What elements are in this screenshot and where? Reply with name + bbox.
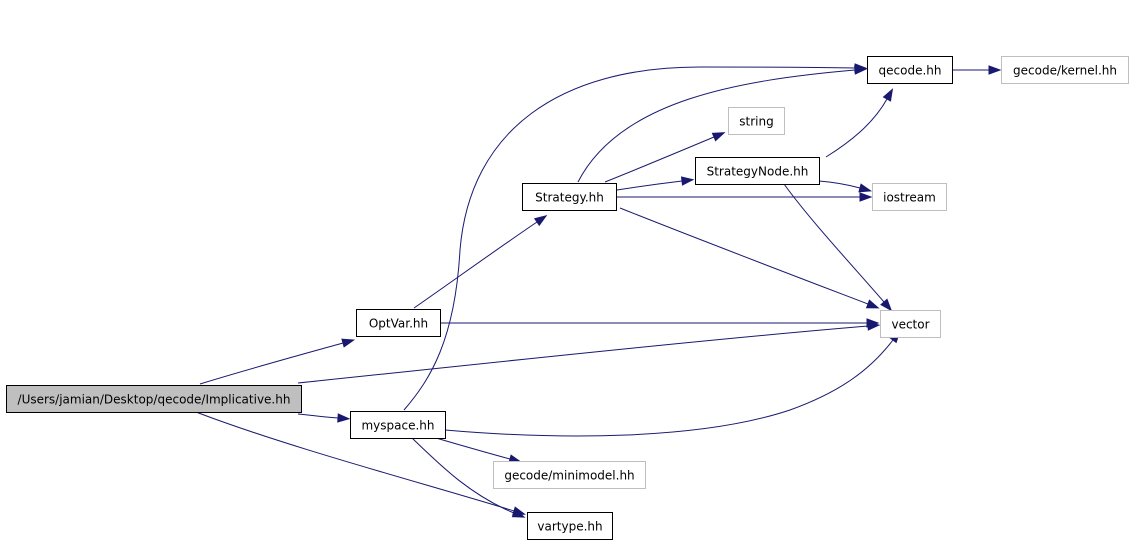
node-label: iostream <box>883 191 936 205</box>
node-vector: vector <box>880 310 941 338</box>
node-box <box>867 56 953 84</box>
node-box <box>872 183 947 211</box>
edge-strategy-to-iostream <box>617 192 873 202</box>
arrowhead-icon <box>337 413 351 423</box>
arrowhead-icon <box>859 192 873 202</box>
edge-line <box>619 207 869 305</box>
arrowhead-icon <box>341 338 356 348</box>
node-strategynode[interactable]: StrategyNode.hh <box>695 157 820 185</box>
node-iostream: iostream <box>872 183 947 211</box>
node-box <box>522 183 617 211</box>
edge-line <box>411 437 515 514</box>
node-box <box>1001 56 1129 84</box>
node-label: qecode.hh <box>879 64 942 78</box>
edge-strategy-to-strategynode <box>616 176 695 191</box>
edge-line <box>199 342 344 385</box>
arrowhead-icon <box>988 65 1002 75</box>
edges-layer <box>195 63 1002 518</box>
node-box <box>880 310 941 338</box>
arrowhead-icon <box>680 176 695 186</box>
edge-implicative-to-optvar <box>199 338 356 385</box>
node-box <box>728 107 785 135</box>
edge-line <box>297 325 869 384</box>
arrowhead-icon <box>858 183 873 193</box>
node-optvar[interactable]: OptVar.hh <box>356 309 441 337</box>
arrowhead-icon <box>854 63 868 73</box>
node-label: gecode/minimodel.hh <box>504 469 634 483</box>
nodes-layer: /Users/jamian/Desktop/qecode/Implicative… <box>6 56 1129 540</box>
node-box <box>356 309 441 337</box>
edge-myspace-to-minimodel <box>435 437 523 464</box>
edge-strategynode-to-iostream <box>818 180 873 193</box>
arrowhead-icon <box>511 508 526 518</box>
edge-strategynode-to-vector <box>783 183 893 312</box>
node-box <box>695 157 820 185</box>
edge-line <box>783 183 885 303</box>
edge-strategy-to-string <box>604 132 726 183</box>
arrowhead-icon <box>711 132 726 142</box>
node-label: vartype.hh <box>537 520 602 534</box>
edge-optvar-to-vector <box>440 318 880 328</box>
edge-line <box>195 411 515 512</box>
node-label: OptVar.hh <box>369 317 428 331</box>
edge-strategy-to-vector <box>619 207 880 309</box>
arrowhead-icon <box>533 215 548 227</box>
node-box <box>493 461 646 489</box>
edge-line <box>604 136 715 183</box>
arrowhead-icon <box>880 298 893 312</box>
arrowhead-icon <box>866 318 880 328</box>
edge-myspace-to-qecode <box>403 63 868 411</box>
node-label: gecode/kernel.hh <box>1013 64 1117 78</box>
node-box <box>527 512 613 540</box>
node-label: myspace.hh <box>361 419 434 433</box>
node-string: string <box>728 107 785 135</box>
edge-strategynode-to-qecode <box>825 88 894 158</box>
edge-line <box>825 98 888 158</box>
node-strategy[interactable]: Strategy.hh <box>522 183 617 211</box>
node-implicative: /Users/jamian/Desktop/qecode/Implicative… <box>6 385 302 413</box>
edge-myspace-to-vector <box>444 330 901 437</box>
edge-line <box>435 437 511 460</box>
edge-line <box>444 339 894 437</box>
node-label: Strategy.hh <box>535 191 604 205</box>
edge-line <box>577 69 856 183</box>
edge-line <box>818 180 861 189</box>
node-qecode[interactable]: qecode.hh <box>867 56 953 84</box>
edge-line <box>616 180 683 191</box>
node-box <box>350 411 446 439</box>
node-label: string <box>739 115 773 129</box>
node-kernel: gecode/kernel.hh <box>1001 56 1129 84</box>
edge-qecode-to-kernel <box>952 65 1002 75</box>
edge-myspace-to-vartype <box>411 437 526 518</box>
node-box <box>6 385 302 413</box>
node-label: /Users/jamian/Desktop/qecode/Implicative… <box>18 393 291 407</box>
node-label: StrategyNode.hh <box>707 165 809 179</box>
arrowhead-icon <box>882 88 894 102</box>
node-myspace[interactable]: myspace.hh <box>350 411 446 439</box>
edge-optvar-to-strategy <box>413 215 548 309</box>
arrowhead-icon <box>865 299 880 309</box>
edge-implicative-to-myspace <box>297 413 351 423</box>
edge-line <box>297 413 339 419</box>
node-label: vector <box>891 318 929 332</box>
edge-line <box>413 221 538 309</box>
node-minimodel: gecode/minimodel.hh <box>493 461 646 489</box>
node-vartype[interactable]: vartype.hh <box>527 512 613 540</box>
edge-line <box>403 66 856 411</box>
